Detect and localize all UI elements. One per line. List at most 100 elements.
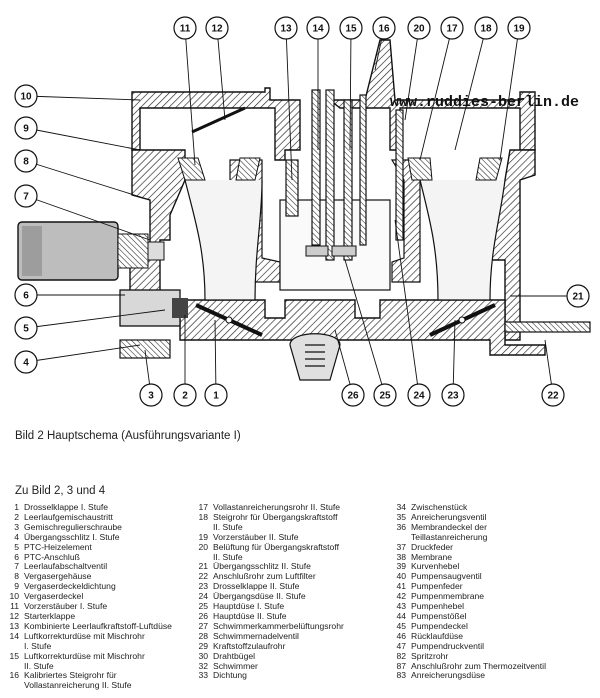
callout-number: 19 bbox=[513, 24, 525, 35]
callout-number: 1 bbox=[213, 391, 219, 402]
legend-text: Anreicherungsventil bbox=[411, 511, 487, 522]
venturi-stage-1 bbox=[184, 179, 263, 301]
legend-number: 41 bbox=[396, 581, 406, 592]
legend-text: Leerlaufgemischaustritt bbox=[24, 511, 113, 522]
legend-number: 13 bbox=[9, 620, 19, 631]
legend-number: 17 bbox=[198, 502, 208, 512]
callout-leader-line bbox=[454, 27, 487, 151]
legend-number: 12 bbox=[9, 610, 19, 621]
legend-text: Schwimmer bbox=[213, 660, 258, 671]
callout-circle bbox=[14, 283, 38, 307]
legend-number: 20 bbox=[198, 541, 208, 552]
callout-number: 18 bbox=[480, 24, 492, 35]
legend-text: Pumpenfeder bbox=[411, 581, 463, 592]
legend-text: Vergaserdeckel bbox=[24, 591, 84, 602]
callout-leader-line bbox=[184, 27, 196, 166]
callout-number: 7 bbox=[23, 192, 29, 203]
callout-circle bbox=[14, 316, 38, 340]
mixture-screw bbox=[119, 339, 171, 359]
legend-text: Anschlußrohr zum Thermozeitventil bbox=[411, 660, 547, 671]
pre-atomizer-stage-1 bbox=[177, 157, 261, 181]
legend-text: Luftkorrekturdüse mit Mischrohr II. Stuf… bbox=[24, 650, 145, 671]
legend-text: Zwischenstück bbox=[411, 502, 468, 512]
callout-leader-line bbox=[25, 195, 151, 241]
legend-number: 38 bbox=[396, 551, 406, 562]
legend-number: 28 bbox=[198, 630, 208, 641]
callout-leader-line bbox=[25, 127, 141, 151]
legend-number: 7 bbox=[14, 561, 19, 572]
legend-text: Kombinierte Leerlaufkraftstoff-Luftdüse bbox=[24, 620, 172, 631]
callout-circle bbox=[407, 16, 431, 40]
legend-number: 83 bbox=[396, 670, 406, 681]
callout-leader-line bbox=[25, 160, 151, 201]
callout-number: 22 bbox=[547, 391, 559, 402]
callout-number: 2 bbox=[182, 391, 188, 402]
legend-number: 39 bbox=[396, 561, 406, 572]
callout-leader-line bbox=[404, 27, 420, 121]
callout-circle bbox=[204, 383, 228, 407]
legend-number: 15 bbox=[9, 650, 19, 661]
callout-circle bbox=[372, 16, 396, 40]
legend-item: 22 Anschlußrohr zum Luftfilter bbox=[192, 571, 397, 582]
legend-number: 24 bbox=[198, 591, 208, 602]
callout-circle bbox=[173, 16, 197, 40]
callout-circle bbox=[373, 383, 397, 407]
legend-text: Hauptdüse II. Stufe bbox=[213, 610, 287, 621]
legend-text: Anreicherungsdüse bbox=[411, 670, 486, 681]
callout-leader-line bbox=[452, 319, 456, 396]
legend-text: Schwimmernadelventil bbox=[213, 630, 299, 641]
callout-number: 3 bbox=[148, 391, 154, 402]
legend-text: PTC-Anschluß bbox=[24, 551, 80, 562]
legend-text: Hauptdüse I. Stufe bbox=[213, 601, 285, 612]
callout-leader-line bbox=[394, 219, 420, 396]
legend-number: 43 bbox=[396, 601, 406, 612]
callout-leader-line bbox=[499, 27, 520, 161]
legend-number: 45 bbox=[396, 620, 406, 631]
legend-text: Übergangsdüse II. Stufe bbox=[213, 591, 306, 602]
legend-text: Membrandeckel der Teillastanreicherung bbox=[411, 521, 488, 542]
legend-text: Übergangsschlitz II. Stufe bbox=[213, 561, 311, 572]
legend-text: Drosselklappe II. Stufe bbox=[213, 581, 300, 592]
callout-circle bbox=[14, 350, 38, 374]
legend-text: Rücklaufdüse bbox=[411, 630, 464, 641]
callout-leader-line bbox=[214, 319, 217, 396]
callout-leader-line bbox=[216, 27, 226, 121]
callout-circle bbox=[205, 16, 229, 40]
callout-number: 23 bbox=[447, 391, 459, 402]
legend-number: 22 bbox=[198, 571, 208, 582]
callout-leader-line bbox=[25, 344, 141, 363]
callout-circle bbox=[507, 16, 531, 40]
callout-number: 6 bbox=[23, 291, 29, 302]
legend-number: 10 bbox=[9, 591, 19, 602]
legend-number: 1 bbox=[14, 502, 19, 512]
callout-number: 5 bbox=[23, 324, 29, 335]
callout-circle bbox=[14, 116, 38, 140]
pre-atomizer-stage-2 bbox=[407, 157, 503, 181]
legend-text: Anschlußrohr zum Luftfilter bbox=[213, 571, 316, 582]
callout-circle bbox=[306, 16, 330, 40]
legend-number: 42 bbox=[396, 591, 406, 602]
legend-number: 16 bbox=[9, 670, 19, 681]
legend-number: 9 bbox=[14, 581, 19, 592]
callout-circle bbox=[173, 383, 197, 407]
callout-leader-line bbox=[25, 309, 166, 329]
legend-item: 10 Vergaserdeckel bbox=[3, 591, 203, 602]
